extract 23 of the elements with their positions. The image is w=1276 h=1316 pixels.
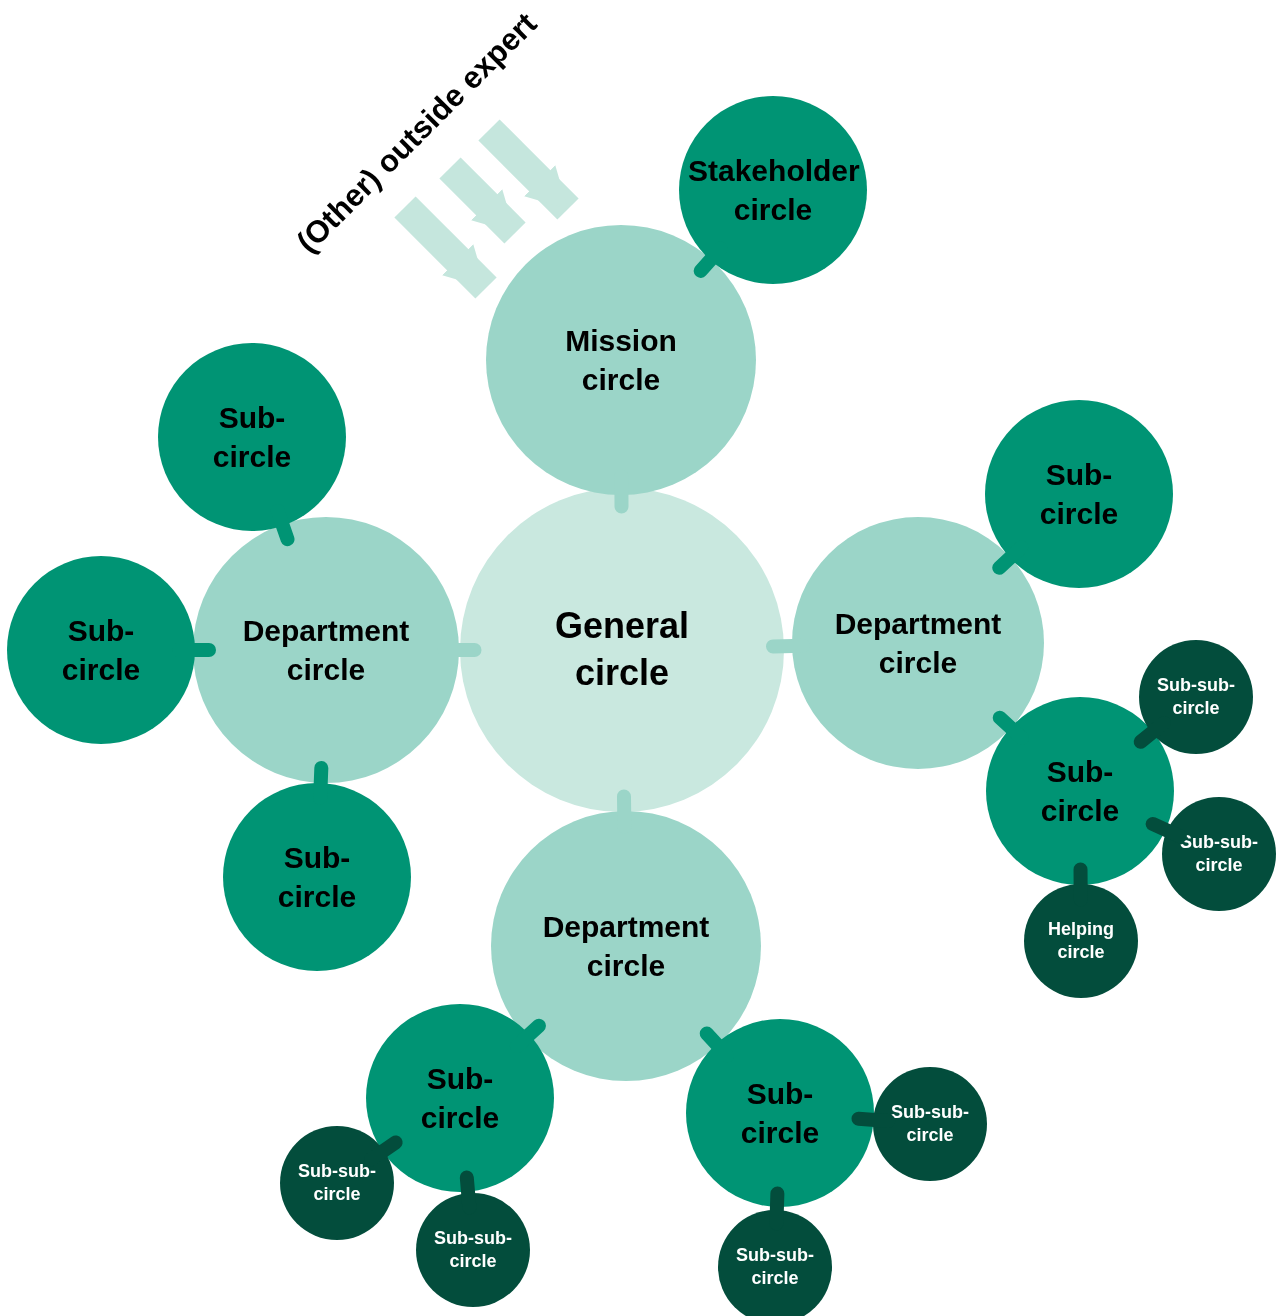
circle-label: Helping circle xyxy=(1047,917,1115,964)
circle-label: Sub-circle xyxy=(211,400,293,475)
circle-label: Department circle xyxy=(541,909,711,984)
circle-label: Sub-sub-circle xyxy=(297,1159,377,1206)
circle-label: Sub-circle xyxy=(419,1061,501,1136)
circle-label: Sub-sub-circle xyxy=(735,1243,815,1290)
circle-label: Sub-sub-circle xyxy=(890,1100,970,1147)
circle-label: Department circle xyxy=(833,606,1003,681)
circle-label: Sub-circle xyxy=(60,613,142,688)
circle-label: Sub-circle xyxy=(1038,457,1120,532)
circle-label: Sub-circle xyxy=(1039,754,1121,829)
circle-label: Mission circle xyxy=(564,323,678,398)
arrow xyxy=(478,119,579,220)
joint-connector xyxy=(1145,816,1187,844)
circle-label: Stakeholder circle xyxy=(688,153,858,228)
joint-connector xyxy=(851,1111,896,1128)
arrow xyxy=(394,196,497,299)
circle-label: General circle xyxy=(553,604,691,695)
circle-label: Sub-circle xyxy=(739,1076,821,1151)
circle-label: Sub-sub-circle xyxy=(1156,673,1236,720)
circle-label: Sub-circle xyxy=(276,840,358,915)
circle-label: Department circle xyxy=(241,613,411,688)
circle-label: Sub-sub-circle xyxy=(433,1226,513,1273)
